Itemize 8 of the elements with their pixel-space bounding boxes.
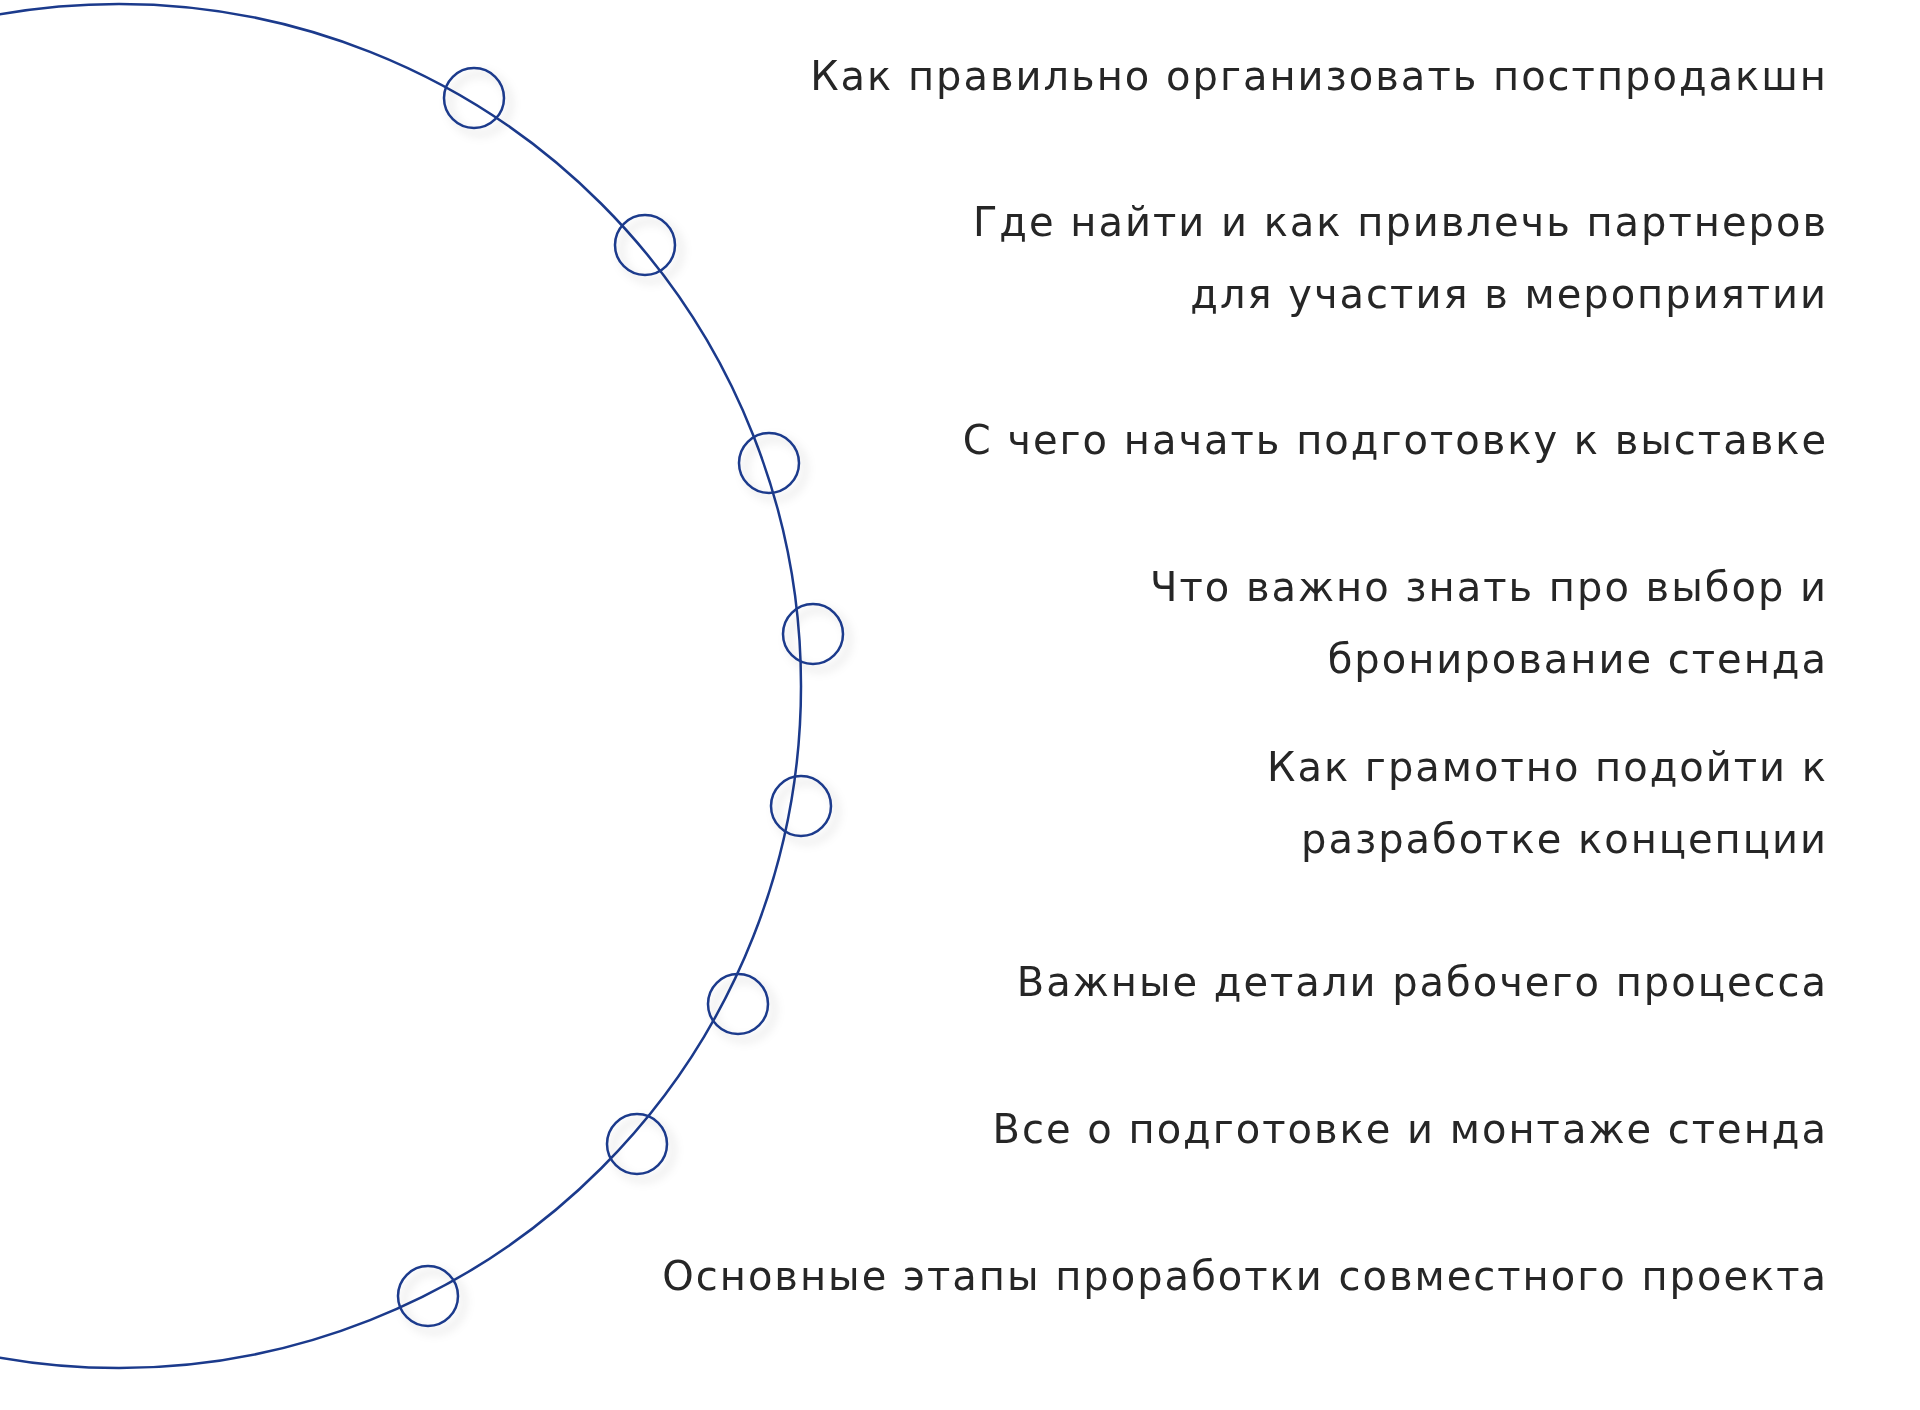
topic-text: Все о подготовке и монтаже стенда: [992, 1105, 1828, 1154]
topic-text: Где найти и как привлечь партнеров для участия в мероприятии: [971, 198, 1828, 319]
topic-text: Как грамотно подойти к разработке концепции: [1266, 743, 1828, 864]
topic-text: Важные детали рабочего процесса: [1016, 958, 1828, 1007]
topic-text: Как правильно организовать постпродакшн: [810, 52, 1828, 101]
topic-text: С чего начать подготовку к выставке: [962, 416, 1828, 465]
topic-text: Основные этапы проработки совместного проекта: [662, 1252, 1828, 1301]
topic-text: Что важно знать про выбор и бронирование стенда: [1148, 563, 1828, 684]
